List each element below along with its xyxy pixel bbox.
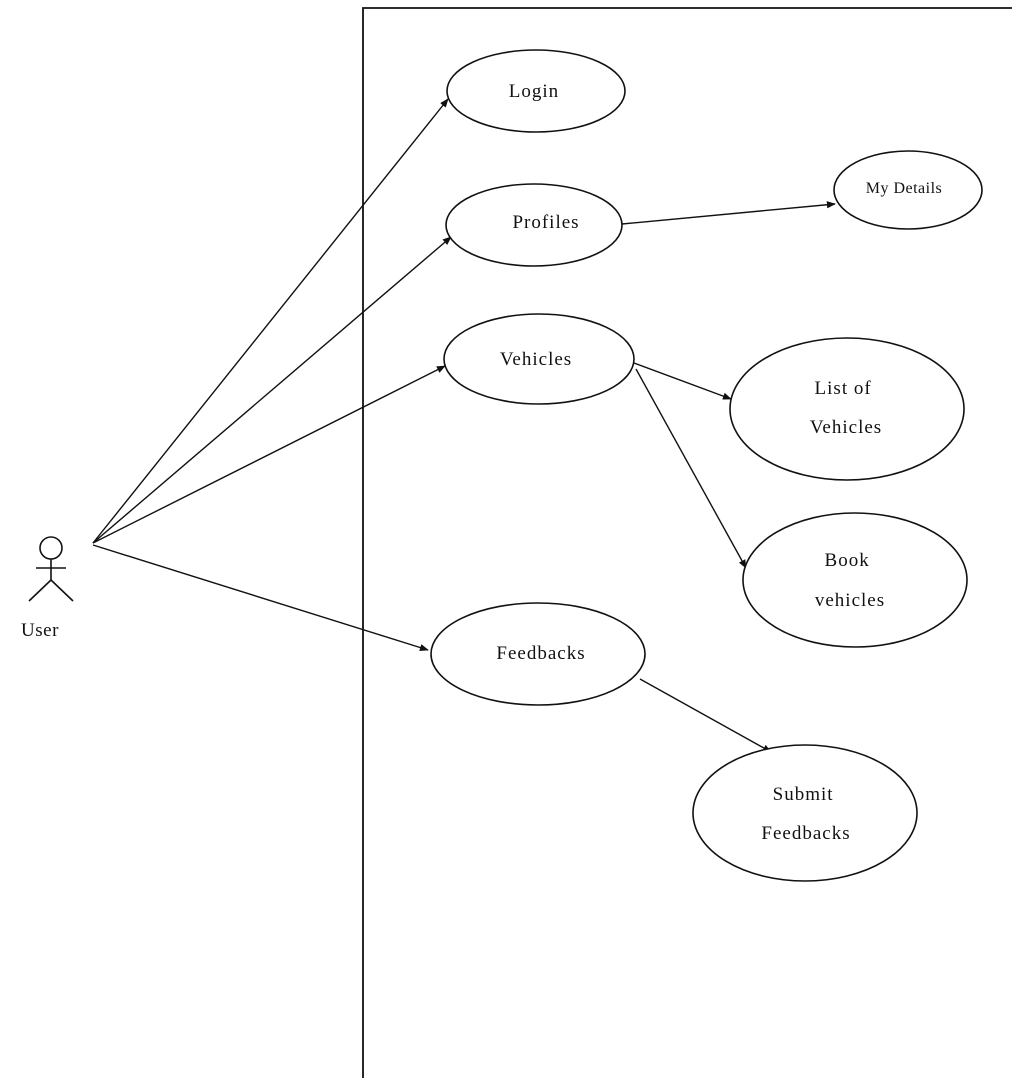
use-case-submit-feedbacks[interactable]: Submit Feedbacks bbox=[692, 744, 918, 882]
use-case-login[interactable]: Login bbox=[446, 49, 626, 133]
association-vehicles-to-book-vehicles bbox=[635, 368, 747, 569]
association-vehicles-to-list-of-vehicles bbox=[633, 362, 732, 400]
use-case-label: Login bbox=[509, 81, 559, 102]
use-case-label: Vehicles bbox=[500, 349, 572, 370]
use-case-profiles[interactable]: Profiles bbox=[445, 183, 623, 267]
use-case-feedbacks[interactable]: Feedbacks bbox=[430, 602, 646, 706]
use-case-book-vehicles[interactable]: Book vehicles bbox=[742, 512, 968, 648]
use-case-label: Feedbacks bbox=[496, 643, 585, 664]
actor-label: User bbox=[21, 620, 59, 641]
use-case-list-of-vehicles[interactable]: List of Vehicles bbox=[729, 337, 965, 481]
use-case-vehicles[interactable]: Vehicles bbox=[443, 313, 635, 405]
association-user-to-login bbox=[92, 98, 449, 544]
stick-figure-icon bbox=[28, 536, 74, 602]
association-profiles-to-my-details bbox=[621, 201, 836, 225]
use-case-label: My Details bbox=[866, 180, 943, 197]
use-case-label: Submit Feedbacks bbox=[761, 784, 850, 844]
use-case-my-details[interactable]: My Details bbox=[833, 150, 983, 230]
association-user-to-vehicles bbox=[92, 365, 446, 544]
association-feedbacks-to-submit-feedbacks bbox=[639, 678, 772, 753]
association-lines bbox=[92, 98, 836, 753]
association-user-to-profiles bbox=[92, 236, 452, 544]
use-case-label: Book vehicles bbox=[815, 550, 885, 611]
actor-user[interactable]: User bbox=[21, 536, 74, 641]
association-user-to-feedbacks bbox=[92, 544, 429, 652]
system-boundary bbox=[362, 7, 1012, 1078]
use-case-label: Profiles bbox=[512, 212, 579, 233]
use-case-label: List of Vehicles bbox=[810, 378, 882, 438]
